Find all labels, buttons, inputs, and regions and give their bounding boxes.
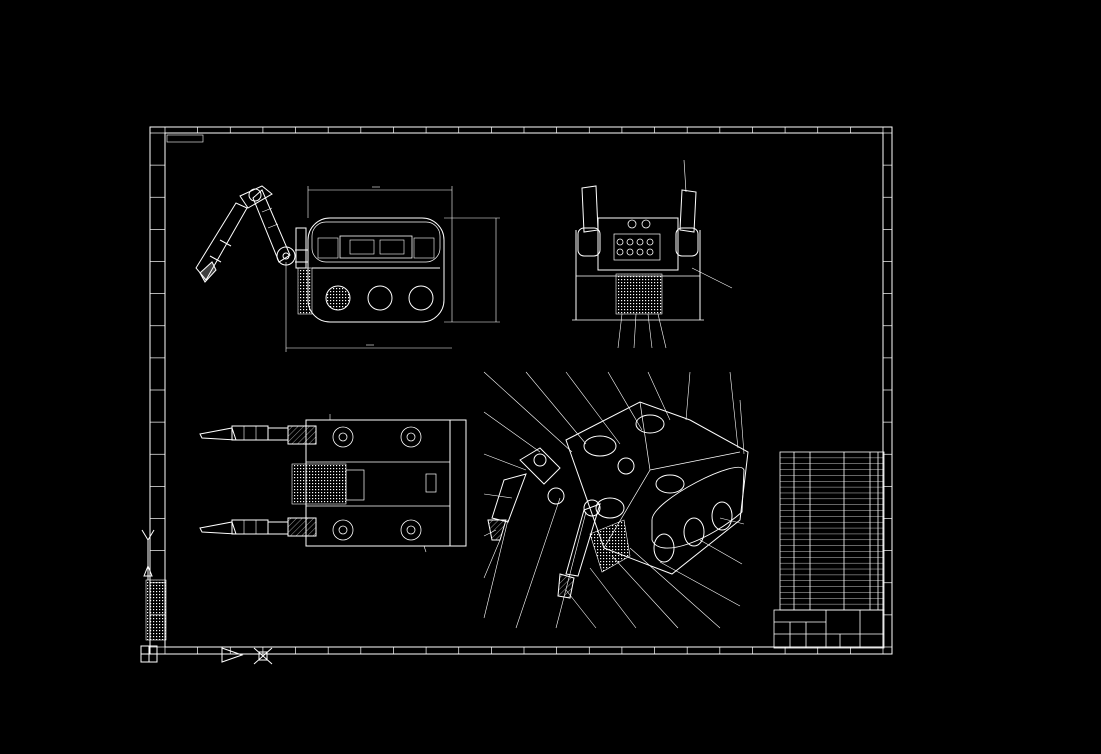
front-view-body bbox=[307, 217, 445, 323]
ucs-icon bbox=[140, 529, 244, 663]
inner-border bbox=[164, 132, 884, 648]
isometric-view bbox=[483, 371, 749, 629]
top-view-arms bbox=[199, 425, 317, 537]
front-view-arm bbox=[195, 185, 308, 283]
front-view bbox=[195, 185, 500, 352]
isometric-leaders bbox=[483, 371, 745, 629]
title-block bbox=[773, 609, 885, 649]
parts-list-table bbox=[779, 451, 885, 611]
pick-box-icon bbox=[258, 651, 268, 661]
side-view bbox=[572, 159, 733, 349]
front-view-dimensions bbox=[285, 186, 500, 352]
side-view-leaders bbox=[617, 159, 733, 349]
corner-label-box bbox=[166, 134, 204, 143]
outer-border bbox=[149, 126, 893, 655]
crosshair-cursor-icon bbox=[253, 647, 273, 665]
zone-ticks bbox=[150, 127, 892, 654]
top-view bbox=[199, 414, 467, 553]
